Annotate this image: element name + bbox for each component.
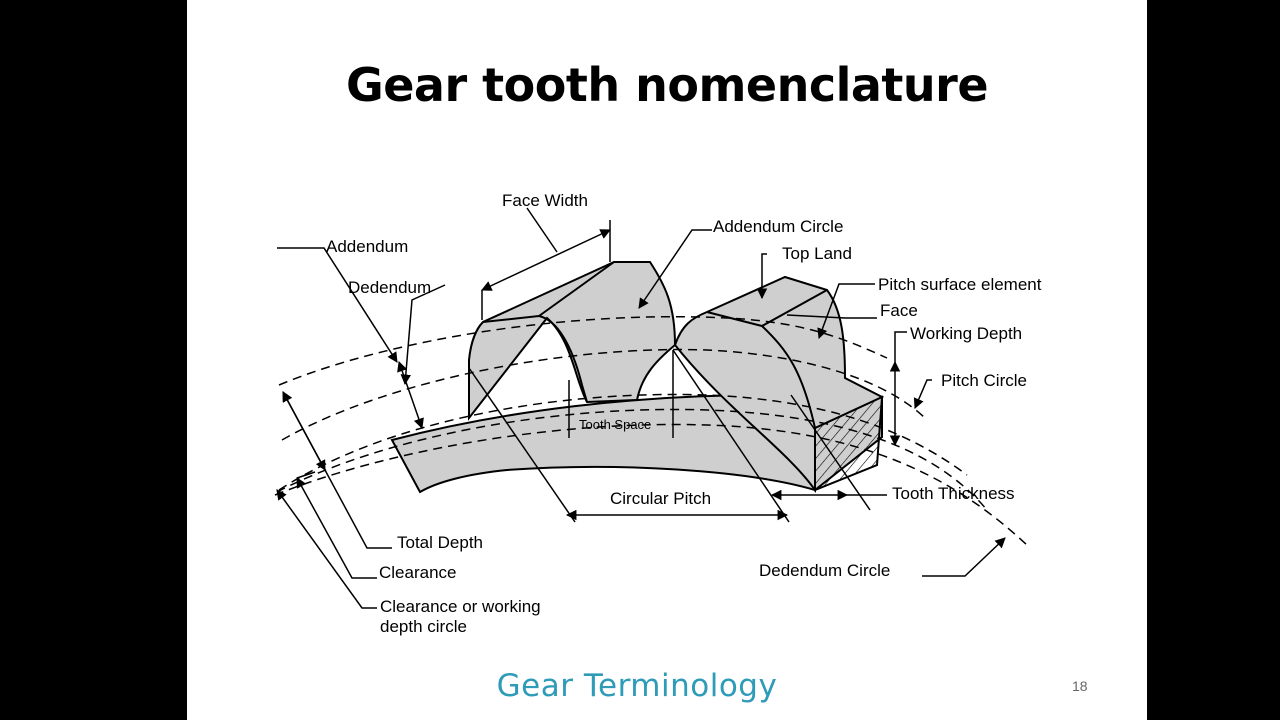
slide-title: Gear tooth nomenclature (345, 58, 989, 112)
label-circular-pitch: Circular Pitch (610, 489, 711, 508)
label-clearance: Clearance (379, 563, 457, 582)
page-number: 18 (1072, 678, 1088, 694)
label-addendum: Addendum (326, 237, 408, 256)
label-total-depth: Total Depth (397, 533, 483, 552)
label-tooth-space: Tooth Space (579, 417, 651, 432)
label-face-width: Face Width (502, 191, 588, 210)
label-addendum-circle: Addendum Circle (713, 217, 843, 236)
label-face: Face (880, 301, 918, 320)
label-clearance-circle-line1: Clearance or working (380, 597, 541, 616)
label-clearance-circle-line2: depth circle (380, 617, 467, 636)
gear-diagram: Face Width Addendum Circle Top Land Pitc… (274, 191, 1042, 636)
footer-logo-text: Gear Terminology (496, 668, 778, 704)
label-dedendum: Dedendum (348, 278, 431, 297)
label-top-land: Top Land (782, 244, 852, 263)
right-tooth (673, 275, 885, 494)
label-dedendum-circle: Dedendum Circle (759, 561, 890, 580)
label-tooth-thickness: Tooth Thickness (892, 484, 1015, 503)
slide: Gear tooth nomenclature (187, 0, 1147, 720)
label-working-depth: Working Depth (910, 324, 1022, 343)
label-pitch-circle: Pitch Circle (941, 371, 1027, 390)
leader-lines (276, 207, 1006, 609)
label-pitch-surface-element: Pitch surface element (878, 275, 1042, 294)
